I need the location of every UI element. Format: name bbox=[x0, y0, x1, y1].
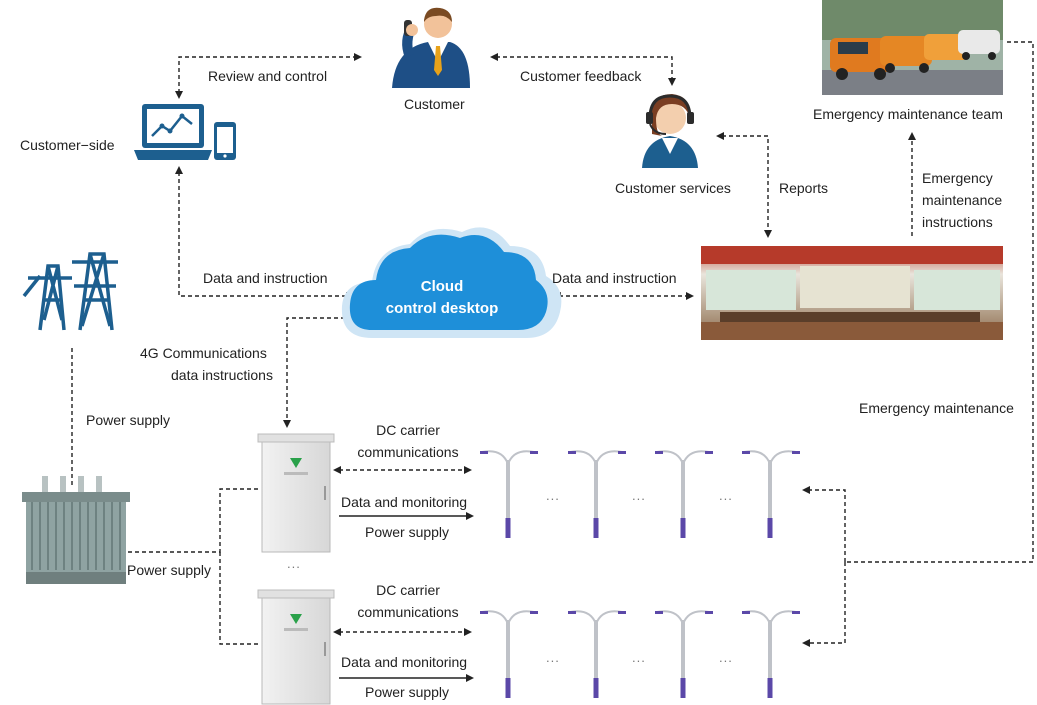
edge-em-row1 bbox=[802, 486, 846, 562]
row2-ellipsis-3: ... bbox=[719, 650, 733, 665]
customer-icon bbox=[392, 7, 470, 88]
row1-ellipsis-2: ... bbox=[632, 488, 646, 503]
reports-label: Reports bbox=[779, 180, 829, 196]
street-light-1-1 bbox=[480, 450, 538, 538]
cloud-icon bbox=[341, 227, 562, 338]
emergency-team-photo bbox=[822, 0, 1003, 95]
row1-power-label: Power supply bbox=[365, 524, 450, 540]
street-light-1-4 bbox=[742, 450, 800, 538]
street-light-1-3 bbox=[655, 450, 713, 538]
street-light-1-2 bbox=[568, 450, 626, 538]
edge-customer-feedback bbox=[490, 53, 676, 86]
power-supply-tower-label: Power supply bbox=[86, 412, 171, 428]
data-instruction-left-label: Data and instruction bbox=[203, 270, 328, 286]
row1-dc-label-1: DC carrier bbox=[376, 422, 440, 438]
row1-ellipsis-1: ... bbox=[546, 488, 560, 503]
row1-ellipsis-3: ... bbox=[719, 488, 733, 503]
customer-service-icon bbox=[642, 94, 698, 168]
customer-services-label: Customer services bbox=[615, 180, 731, 196]
power-supply-transformer-label: Power supply bbox=[127, 562, 212, 578]
phone-icon bbox=[214, 122, 236, 160]
review-control-label: Review and control bbox=[208, 68, 328, 84]
emergency-instructions-label-3: instructions bbox=[922, 214, 993, 230]
edge-em-row2 bbox=[802, 562, 846, 647]
transformer-icon bbox=[22, 476, 130, 584]
edge-transformer-cabinet2 bbox=[219, 552, 258, 645]
street-light-2-2 bbox=[568, 610, 626, 698]
cloud-label-line-2: control desktop bbox=[385, 300, 499, 317]
emergency-instructions-label-2: maintenance bbox=[922, 192, 1003, 208]
street-lights bbox=[480, 450, 800, 698]
edge-emergency-maintenance bbox=[845, 41, 1034, 563]
edge-transformer-cabinets bbox=[128, 488, 258, 553]
monitoring-center-photo bbox=[701, 246, 1003, 340]
emergency-maintenance-label: Emergency maintenance bbox=[859, 400, 1014, 416]
solid-arrows bbox=[339, 512, 474, 682]
row2-ellipsis-2: ... bbox=[632, 650, 646, 665]
edge-data-instruction-left bbox=[175, 166, 354, 300]
controller-cabinet-1 bbox=[257, 433, 335, 553]
row2-power-label: Power supply bbox=[365, 684, 450, 700]
edge-4g bbox=[283, 314, 358, 428]
row2-dc-label-1: DC carrier bbox=[376, 582, 440, 598]
connectors bbox=[71, 41, 1034, 647]
cloud-label: Cloud control desktop bbox=[362, 276, 522, 320]
cabinet-ellipsis: ... bbox=[287, 556, 301, 571]
cloud-label-line-1: Cloud bbox=[420, 278, 464, 295]
street-light-2-3 bbox=[655, 610, 713, 698]
data-instruction-right-label: Data and instruction bbox=[552, 270, 677, 286]
row2-data-label: Data and monitoring bbox=[341, 654, 468, 670]
emergency-instructions-label-1: Emergency bbox=[922, 170, 993, 186]
comm-4g-label-2: data instructions bbox=[171, 367, 273, 383]
emergency-team-label: Emergency maintenance team bbox=[813, 106, 1003, 122]
controller-cabinet-2 bbox=[257, 589, 335, 705]
row2-dc-label-2: communications bbox=[357, 604, 459, 620]
laptop-icon bbox=[134, 104, 212, 160]
street-light-2-4 bbox=[742, 610, 800, 698]
comm-4g-label-1: 4G Communications bbox=[140, 345, 267, 361]
customer-side-label: Customer−side bbox=[20, 137, 115, 153]
power-tower-icon bbox=[22, 252, 118, 331]
row1-dc-label-2: communications bbox=[357, 444, 459, 460]
edge-reports bbox=[716, 132, 772, 238]
row1-data-label: Data and monitoring bbox=[341, 494, 468, 510]
customer-feedback-label: Customer feedback bbox=[520, 68, 642, 84]
row2-ellipsis-1: ... bbox=[546, 650, 560, 665]
customer-label: Customer bbox=[404, 96, 465, 112]
edge-review-control bbox=[175, 53, 362, 99]
street-light-2-1 bbox=[480, 610, 538, 698]
